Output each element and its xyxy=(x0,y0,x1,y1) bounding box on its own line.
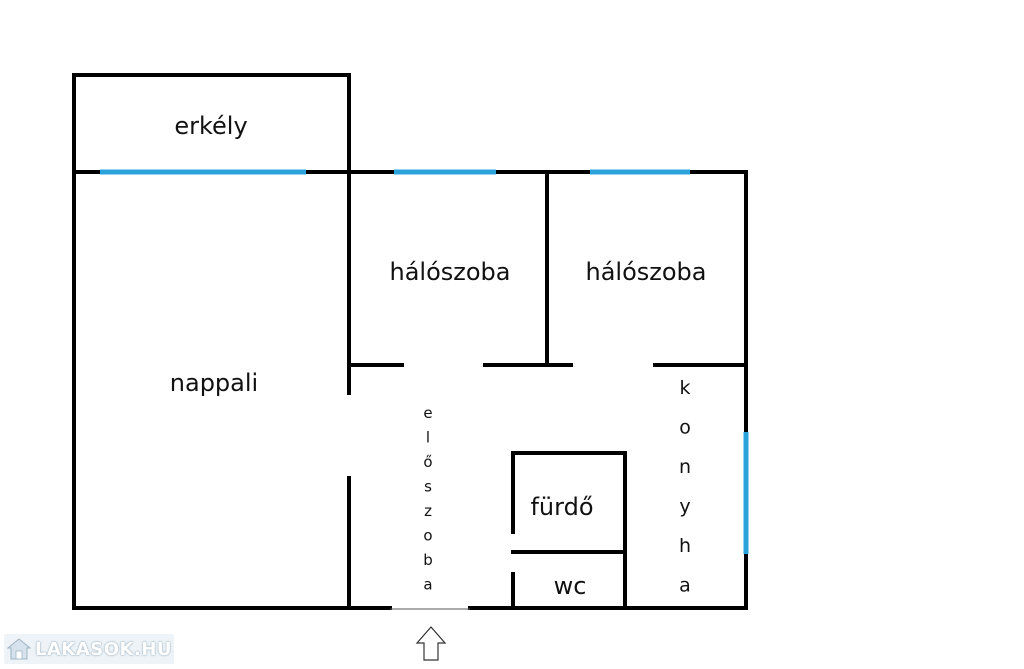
konyha-letter: o xyxy=(679,417,691,439)
eloszoba-letter: ő xyxy=(423,453,432,471)
label-furdo: fürdő xyxy=(530,493,593,521)
entrance-arrow-icon xyxy=(415,626,447,661)
label-haloszoba-2: hálószoba xyxy=(586,258,707,286)
konyha-letter: y xyxy=(679,496,690,518)
eloszoba-letter: z xyxy=(424,502,432,520)
label-wc: wc xyxy=(554,572,587,600)
eloszoba-letter: b xyxy=(423,551,433,569)
eloszoba-letter: l xyxy=(426,429,430,447)
konyha-letter: n xyxy=(679,456,691,478)
logo-text: LAKASOK.HU xyxy=(35,638,173,660)
lakasok-logo: LAKASOK.HU xyxy=(4,634,174,664)
eloszoba-letter: a xyxy=(423,576,432,594)
konyha-letter: a xyxy=(679,575,691,597)
konyha-letter: h xyxy=(679,535,691,557)
eloszoba-letter: e xyxy=(423,404,432,422)
eloszoba-letter: o xyxy=(423,527,432,545)
eloszoba-letter: s xyxy=(424,478,432,496)
windows xyxy=(100,169,749,554)
walls xyxy=(72,73,748,610)
label-nappali: nappali xyxy=(170,369,258,397)
house-icon xyxy=(7,638,31,660)
konyha-letter: k xyxy=(679,377,690,399)
label-erkely: erkély xyxy=(174,112,247,140)
label-haloszoba-1: hálószoba xyxy=(390,258,511,286)
